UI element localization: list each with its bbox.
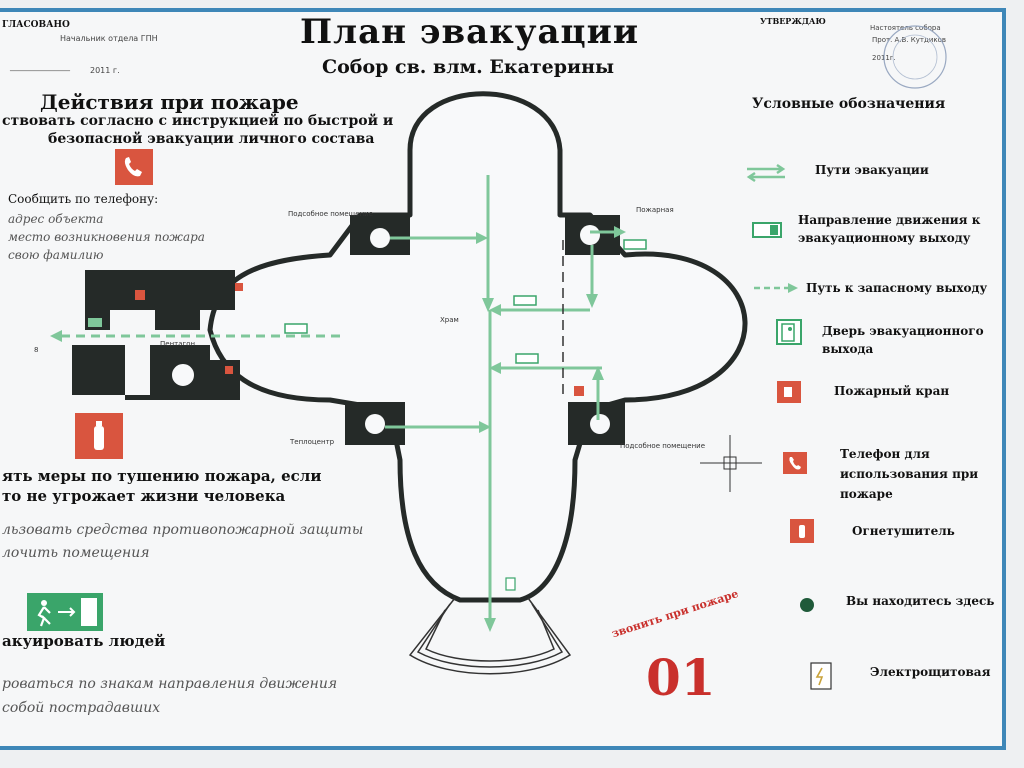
evacuation-paths-icon	[746, 163, 786, 183]
room-sw-stair	[365, 414, 385, 434]
west-annex-door-sign	[88, 318, 102, 327]
hall-label: Храм	[440, 316, 459, 324]
legend-label-fire-phone-1: Телефон для	[840, 447, 930, 461]
fire-actions-intro-1: ствовать согласно с инструкцией по быстр…	[2, 113, 394, 129]
room-ne-label: Пожарная	[636, 206, 674, 214]
reserve-exit-path-icon	[754, 283, 798, 293]
evacuation-door-icon	[776, 319, 802, 345]
room-se-label: Подсобное помещение	[620, 442, 706, 450]
room-nw-stair	[370, 228, 390, 248]
room-ne-stair	[580, 225, 600, 245]
legend-label-evac-door-1: Дверь эвакуационного	[822, 324, 984, 338]
legend-label-electrical: Электрощитовая	[870, 665, 991, 679]
report-item-location: место возникновения пожара	[8, 230, 205, 244]
entrance-porch	[408, 597, 572, 675]
approval-right-name: Прот. А.В. Кутдиков	[872, 36, 946, 44]
legend-label-evacuation-paths: Пути эвакуации	[815, 163, 929, 177]
church-seal-icon	[883, 25, 947, 89]
electrical-panel-icon	[810, 662, 832, 690]
legend-label-you-are-here: Вы находитесь здесь	[846, 594, 995, 608]
legend-label-exit-direction-1: Направление движения к	[798, 213, 981, 227]
pentagon-label: Пентагон	[160, 340, 196, 348]
fire-hydrant-marker-1	[135, 290, 145, 300]
fire-hydrant-marker-2	[235, 283, 243, 291]
fire-phone-sign-icon	[115, 149, 153, 185]
cathedral-outline	[207, 91, 748, 603]
room-se-stair	[590, 414, 610, 434]
extinguish-text-1: ять меры по тушению пожара, если	[2, 467, 322, 485]
legend-title: Условные обозначения	[752, 96, 946, 112]
protection-means-text-2: лочить помещения	[2, 545, 150, 561]
report-item-surname: свою фамилию	[8, 248, 104, 262]
exit-door-south	[505, 577, 516, 591]
west-annex-lower	[72, 345, 240, 400]
page-title: План эвакуации	[300, 12, 640, 52]
protection-means-text-1: льзовать средства противопожарной защиты	[2, 522, 364, 538]
room-nw-label: Подсобное помещение	[288, 210, 374, 218]
emergency-exit-sign-icon	[27, 593, 103, 631]
fire-extinguisher-icon	[790, 519, 814, 543]
guide-text-2: собой пострадавших	[2, 700, 161, 716]
approval-left-heading: ГЛАСОВАНО	[2, 20, 70, 30]
report-by-phone-title: Сообщить по телефону:	[8, 192, 159, 206]
fire-phone-icon	[783, 452, 807, 474]
fire-hydrant-icon	[777, 381, 801, 403]
approval-left-date: 2011 г.	[90, 66, 120, 75]
exit-sign-north	[513, 295, 537, 306]
evacuation-paths	[55, 175, 620, 625]
exit-sign-west	[284, 323, 308, 334]
legend-label-fire-phone-3: пожаре	[840, 487, 893, 501]
exit-direction-sign-icon	[752, 222, 782, 238]
approval-right-heading: УТВЕРЖДАЮ	[760, 16, 826, 26]
fire-hydrant-marker-3	[225, 366, 233, 374]
exit-sign-east	[623, 239, 647, 250]
fire-hydrant-marker-4	[574, 386, 584, 396]
evacuate-people-text: акуировать людей	[2, 632, 166, 650]
legend-label-extinguisher: Огнетушитель	[852, 524, 955, 538]
west-annex	[85, 270, 235, 330]
approval-left-org: Начальник отдела ГПН	[60, 34, 158, 43]
extinguish-text-2: то не угрожает жизни человека	[2, 487, 286, 505]
path-arrowheads	[50, 226, 626, 632]
west-annex-stair	[170, 362, 196, 388]
legend-label-fire-hydrant: Пожарный кран	[834, 384, 950, 398]
approval-left-signature-line: _______________	[10, 62, 70, 71]
legend-label-evac-door-2: выхода	[822, 342, 874, 356]
page-subtitle: Собор св. влм. Екатерины	[322, 56, 615, 78]
legend-label-exit-direction-2: эвакуационному выходу	[798, 231, 971, 245]
legend-label-reserve-path: Путь к запасному выходу	[806, 281, 988, 295]
extinguisher-sign-icon	[75, 413, 123, 459]
exit-sign-middle	[515, 353, 539, 364]
compass-cross	[700, 435, 762, 492]
west-exit-label: 8	[34, 346, 39, 354]
call-fire-number: 01	[646, 648, 716, 707]
report-item-address: адрес объекта	[8, 212, 104, 226]
legend-label-fire-phone-2: использования при	[840, 467, 979, 481]
fire-actions-intro-2: безопасной эвакуации личного состава	[48, 131, 375, 147]
fire-actions-heading: Действия при пожаре	[40, 90, 299, 114]
you-are-here-icon	[800, 598, 814, 612]
guide-text-1: роваться по знакам направления движения	[2, 676, 338, 692]
room-sw-label: Теплоцентр	[290, 438, 335, 446]
